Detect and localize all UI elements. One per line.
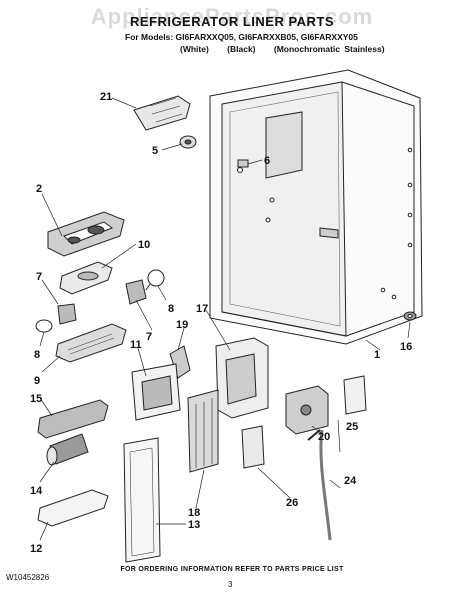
callout-20: 20 [318, 431, 330, 443]
callout-26: 26 [286, 497, 298, 509]
callout-8-left: 8 [34, 349, 40, 361]
finish-stainless: (Monochromatic Stainless) [273, 44, 385, 54]
filter-cylinder-part[interactable] [46, 433, 89, 466]
callout-24: 24 [344, 475, 357, 487]
ordering-info: FOR ORDERING INFORMATION REFER TO PARTS … [120, 566, 344, 573]
valve-part[interactable] [285, 385, 329, 435]
rear-panel-part[interactable] [123, 437, 161, 563]
page-header: AppliancePartsPros.com REFRIGERATOR LINE… [0, 0, 464, 74]
control-bracket-part[interactable] [215, 337, 269, 419]
callout-11: 11 [130, 339, 142, 351]
callout-17: 17 [196, 303, 208, 315]
air-duct-part[interactable] [133, 95, 191, 131]
callout-18: 18 [188, 507, 200, 519]
callout-6: 6 [264, 155, 270, 167]
bulb-right-part[interactable] [145, 269, 165, 291]
callout-19: 19 [176, 319, 188, 331]
bracket-part[interactable] [131, 363, 181, 421]
finish-labels: (White) (Black) (Monochromatic Stainless… [180, 44, 399, 54]
clip-part[interactable] [237, 159, 249, 168]
callout-1: 1 [374, 349, 380, 361]
finish-white: (White) [180, 44, 209, 54]
small-block-part[interactable] [241, 425, 265, 469]
callout-14: 14 [30, 485, 43, 497]
models-line: For Models: GI6FARXXQ05, GI6FARXXB05, GI… [125, 32, 358, 42]
right-bracket-part[interactable] [343, 375, 367, 415]
callout-8-right: 8 [168, 303, 174, 315]
damper-part[interactable] [37, 399, 109, 439]
liner-cabinet[interactable] [209, 69, 423, 345]
socket-center-part[interactable] [125, 279, 147, 305]
light-housing-part[interactable] [47, 211, 125, 257]
leader-lines [39, 97, 411, 541]
callout-15: 15 [30, 393, 42, 405]
grommet-part[interactable] [403, 311, 417, 321]
socket-left-part[interactable] [35, 303, 77, 333]
light-cover-part[interactable] [55, 323, 127, 363]
bottom-cover-part[interactable] [37, 489, 109, 527]
callout-12: 12 [30, 543, 42, 555]
callout-2: 2 [36, 183, 42, 195]
callout-7-left: 7 [36, 271, 42, 283]
callout-16: 16 [400, 341, 412, 353]
page-title: REFRIGERATOR LINER PARTS [129, 14, 335, 29]
callout-25: 25 [346, 421, 358, 433]
tube-part[interactable] [307, 429, 332, 541]
page-number: 3 [228, 580, 233, 589]
watermark: AppliancePartsPros.com [90, 4, 374, 29]
callout-21: 21 [100, 91, 112, 103]
small-fan-part[interactable] [179, 135, 197, 149]
callout-7-center: 7 [146, 331, 152, 343]
light-lens-part[interactable] [59, 261, 113, 295]
callout-13: 13 [188, 519, 200, 531]
document-number: W10452826 [6, 573, 50, 582]
callout-9: 9 [34, 375, 40, 387]
finish-black: (Black) [227, 44, 256, 54]
callout-10: 10 [138, 239, 150, 251]
heater-pack-part[interactable] [187, 389, 219, 473]
callout-5: 5 [152, 145, 158, 157]
